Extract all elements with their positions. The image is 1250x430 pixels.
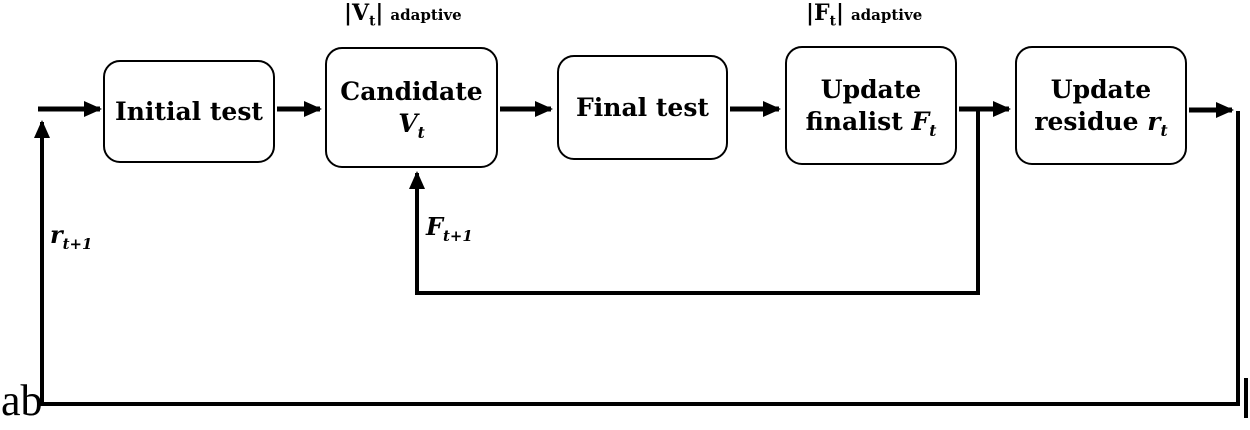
caption-fragment: ab <box>1 376 43 425</box>
box-update-finalist-label: Update finalist Ft <box>805 75 937 140</box>
vt-adaptive-word: adaptive <box>390 6 462 24</box>
finalist-variable: Ft <box>911 106 937 140</box>
ft-adaptive-word: adaptive <box>850 6 923 24</box>
vt-cardinality: |Vt| <box>344 0 384 30</box>
feedback-loop-finalist <box>409 111 980 295</box>
candidate-variable: Vt <box>398 108 425 142</box>
box-candidate: Candidate Vt <box>325 47 498 168</box>
label-finalist-next: Ft+1 <box>426 212 473 245</box>
box-candidate-label: Candidate Vt <box>340 77 483 142</box>
feedback-loop-residue <box>34 111 1240 406</box>
box-final-test: Final test <box>557 55 728 160</box>
box-initial-test: Initial test <box>103 60 275 163</box>
box-initial-test-label: Initial test <box>115 96 263 126</box>
residue-variable: rt <box>1147 106 1168 140</box>
ft-cardinality: |Ft| <box>806 0 844 30</box>
box-update-residue-label: Update residue rt <box>1034 75 1168 140</box>
annotation-ft-adaptive: |Ft| adaptive <box>806 0 923 30</box>
label-residue-next: rt+1 <box>50 220 93 253</box>
box-update-residue: Update residue rt <box>1015 46 1187 165</box>
box-update-finalist: Update finalist Ft <box>785 46 957 165</box>
annotation-vt-adaptive: |Vt| adaptive <box>344 0 462 30</box>
box-final-test-label: Final test <box>576 92 709 122</box>
